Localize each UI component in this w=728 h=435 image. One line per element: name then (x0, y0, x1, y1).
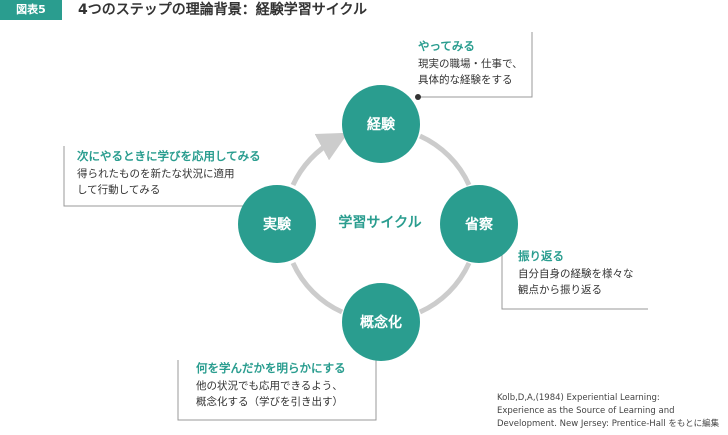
leader-conceptualization (177, 347, 377, 421)
citation-line-2: Experience as the Source of Learning and (497, 406, 675, 416)
note-experimentation-body: 得られたものを新たな状況に適用 して行動してみる (77, 166, 261, 198)
citation-line-1: Kolb,D,A,(1984) Experiential Learning: (497, 393, 660, 403)
note-reflection-heading: 振り返る (518, 249, 564, 263)
note-reflection-line-2: 観点から振り返る (518, 284, 602, 296)
cycle-center-label: 学習サイクル (338, 215, 422, 231)
citation-line-3: Development. New Jersey: Prentice-Hall を… (497, 419, 720, 429)
ring-arc-right-bottom (418, 261, 472, 315)
note-reflection-line-1: 自分自身の経験を様々な (518, 268, 634, 280)
note-experience-line-2: 具体的な経験をする (418, 74, 513, 86)
note-experimentation-heading: 次にやるときに学びを応用してみる (77, 149, 261, 163)
figure-label: 図表5 (0, 0, 62, 20)
note-conceptualization-body: 他の状況でも応用できるよう、 概念化する（学びを引き出す） (196, 378, 346, 410)
note-reflection: 振り返る 自分自身の経験を様々な 観点から振り返る (518, 248, 634, 298)
note-experimentation-line-1: 得られたものを新たな状況に適用 (77, 168, 235, 180)
note-experience: やってみる 現実の職場・仕事で、 具体的な経験をする (418, 38, 523, 88)
node-experience: 経験 (342, 85, 420, 163)
ring-arrow-left-top (290, 132, 349, 187)
leader-dot-experience (415, 94, 421, 100)
note-reflection-body: 自分自身の経験を様々な 観点から振り返る (518, 266, 634, 298)
note-conceptualization-line-1: 他の状況でも応用できるよう、 (196, 380, 343, 392)
note-conceptualization: 何を学んだかを明らかにする 他の状況でも応用できるよう、 概念化する（学びを引き… (196, 360, 346, 410)
leader-experience (418, 32, 533, 98)
ring-arc-top-right (418, 133, 472, 187)
ring-arc-bottom-left (290, 261, 344, 315)
leader-experimentation (63, 146, 259, 207)
figure-title: 4つのステップの理論背景：経験学習サイクル (78, 2, 368, 18)
note-experience-body: 現実の職場・仕事で、 具体的な経験をする (418, 56, 523, 88)
note-experimentation-line-2: して行動してみる (77, 184, 161, 196)
node-reflection: 省察 (440, 185, 518, 263)
node-experimentation: 実験 (238, 185, 316, 263)
note-experience-line-1: 現実の職場・仕事で、 (418, 58, 523, 70)
node-conceptualization: 概念化 (342, 283, 420, 361)
note-conceptualization-heading: 何を学んだかを明らかにする (196, 361, 346, 375)
note-experience-heading: やってみる (418, 39, 475, 53)
source-citation: Kolb,D,A,(1984) Experiential Learning: E… (497, 392, 719, 431)
note-conceptualization-line-2: 概念化する（学びを引き出す） (196, 396, 343, 408)
note-experimentation: 次にやるときに学びを応用してみる 得られたものを新たな状況に適用 して行動してみ… (77, 148, 261, 198)
